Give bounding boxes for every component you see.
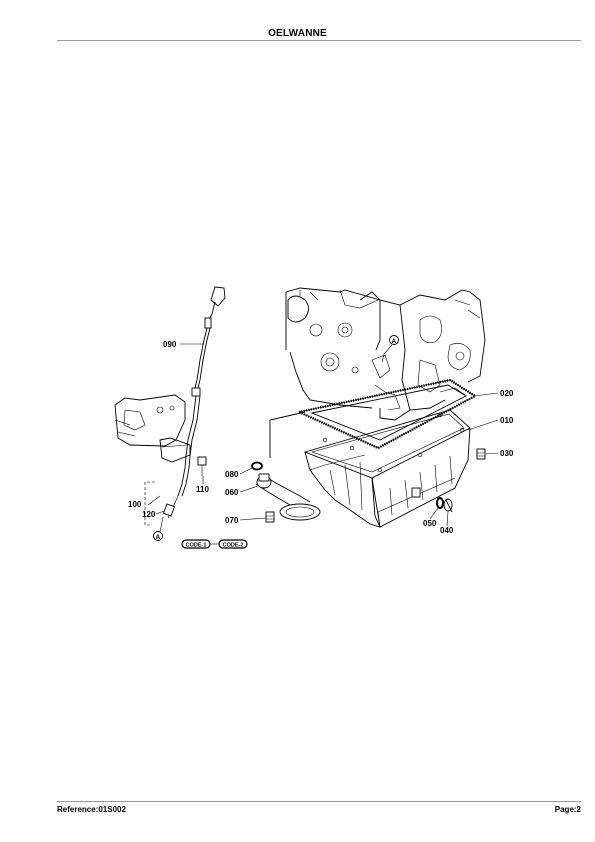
oil-pan-010	[303, 409, 471, 528]
footer-rule	[57, 801, 581, 802]
part-label-010: 010	[500, 416, 514, 425]
page-number: Page:2	[554, 805, 581, 814]
page-title: OELWANNE	[268, 28, 327, 39]
part-label-100: 100	[128, 500, 142, 509]
svg-text:A: A	[392, 338, 397, 345]
code-badges: CODE-1 CODE-2	[181, 539, 248, 549]
part-label-110: 110	[196, 485, 209, 494]
svg-text:CODE-1: CODE-1	[186, 543, 207, 549]
part-label-090: 090	[163, 340, 177, 349]
assembly-bracket	[144, 481, 155, 526]
reference-label: Reference:01S002	[57, 805, 126, 814]
bolt-030	[476, 448, 486, 460]
bolt-070	[265, 511, 275, 523]
code-badge-2	[218, 539, 248, 549]
part-labels: 090 020 010 030 080 060 110 100 120 070 …	[128, 340, 514, 535]
washer-050	[436, 497, 444, 509]
part-label-060: 060	[225, 488, 239, 497]
leader-lines	[147, 343, 499, 533]
part-label-120: 120	[142, 510, 156, 519]
svg-text:A: A	[156, 534, 161, 541]
part-label-050: 050	[423, 519, 437, 528]
o-ring-080	[251, 461, 263, 471]
svg-text:CODE-2: CODE-2	[223, 543, 244, 549]
strainer-060	[255, 411, 321, 521]
part-label-030: 030	[500, 449, 514, 458]
part-label-070: 070	[225, 516, 239, 525]
bolt-110	[197, 456, 207, 476]
part-label-040: 040	[440, 526, 454, 535]
dipstick-assembly	[162, 286, 226, 519]
drain-plug-040	[443, 498, 453, 513]
header-rule	[57, 40, 581, 41]
part-label-080: 080	[225, 470, 239, 479]
left-block-bracket	[114, 394, 191, 463]
engine-block	[285, 287, 486, 421]
part-label-020: 020	[500, 389, 514, 398]
callout-a-bottom: A	[153, 531, 163, 541]
callout-a-top: A	[381, 335, 399, 363]
